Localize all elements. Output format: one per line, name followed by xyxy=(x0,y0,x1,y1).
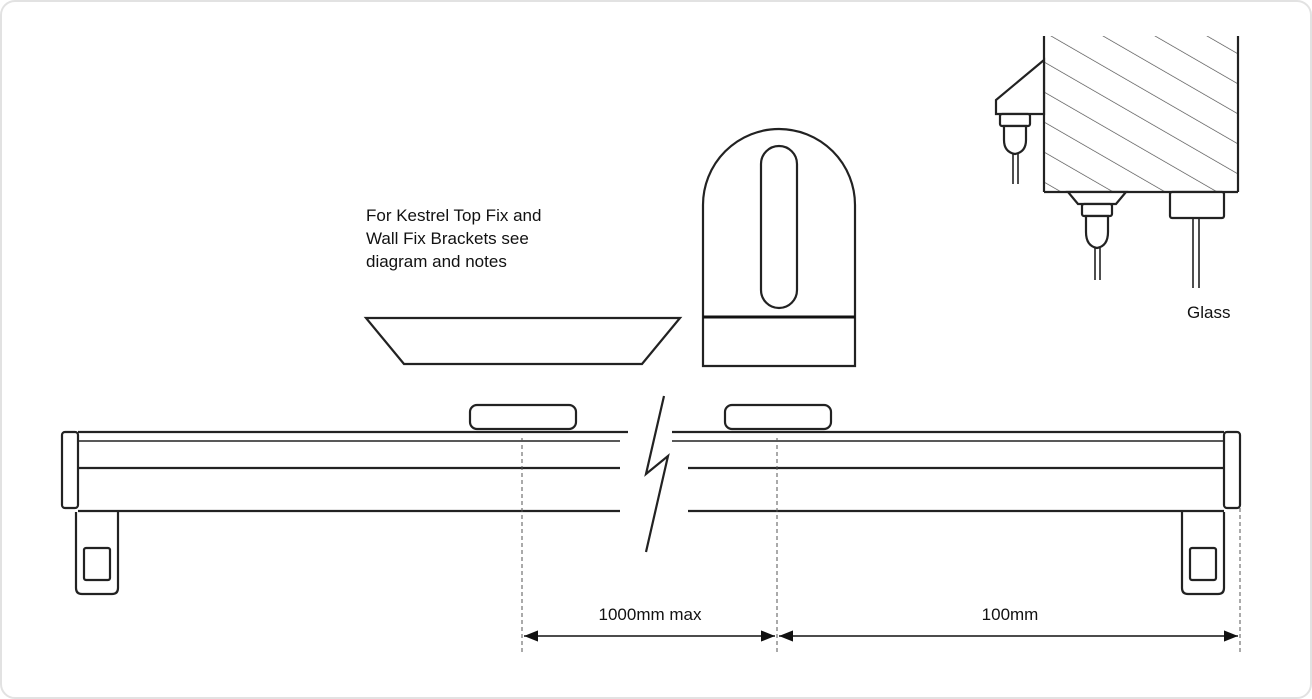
dimension-label-end: 100mm xyxy=(982,605,1039,624)
note-line-3: diagram and notes xyxy=(366,252,507,271)
top-fix-bracket xyxy=(363,316,683,366)
glass-label: Glass xyxy=(1187,303,1230,322)
wall-fix-bracket xyxy=(701,127,857,368)
rail xyxy=(60,395,1242,553)
dimension-guides xyxy=(521,438,1241,655)
end-hanger-left xyxy=(74,512,120,596)
note-line-2: Wall Fix Brackets see xyxy=(366,229,529,248)
note-text: For Kestrel Top Fix and Wall Fix Bracket… xyxy=(366,206,546,271)
carrier-right xyxy=(723,403,833,431)
dimension-label-spacing: 1000mm max xyxy=(599,605,702,624)
ceiling-section-detail xyxy=(994,36,1240,288)
note-line-1: For Kestrel Top Fix and xyxy=(366,206,541,225)
carrier-left xyxy=(468,403,578,431)
end-hanger-right xyxy=(1180,512,1226,596)
